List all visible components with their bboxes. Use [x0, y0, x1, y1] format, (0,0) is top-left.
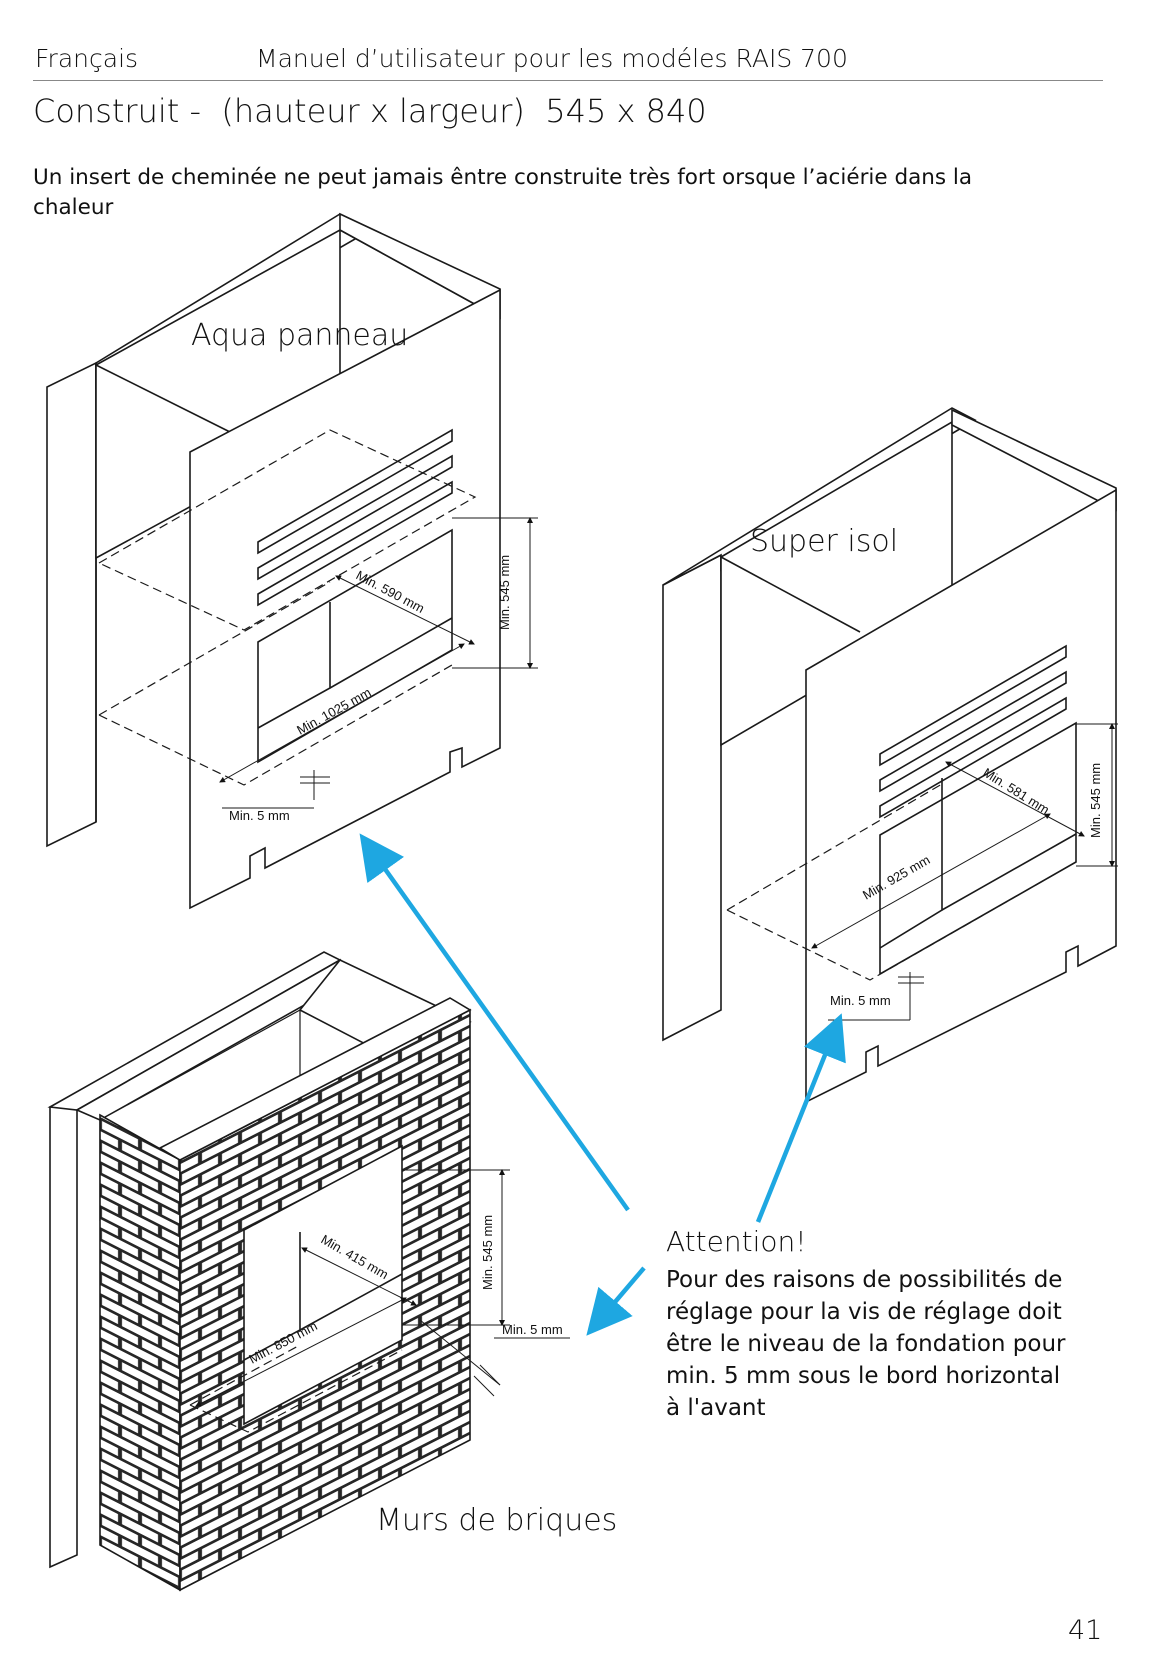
attention-line: min. 5 mm sous le bord horizontal	[666, 1363, 1061, 1389]
section-title: Construit - (hauteur x largeur) 545 x 84…	[33, 92, 707, 130]
aqua-gap-dim: Min. 5 mm	[229, 808, 290, 823]
attention-line: réglage pour la vis de réglage doit	[666, 1299, 1062, 1325]
aqua-height-dim: Min. 545 mm	[497, 555, 512, 630]
aqua-panel-drawing	[46, 212, 538, 910]
attention-line: être le niveau de la fondation pour	[666, 1331, 1066, 1357]
brick-wall-label: Murs de briques	[376, 1503, 618, 1538]
super-height-dim: Min. 545 mm	[1088, 763, 1103, 838]
super-isol-drawing	[662, 407, 1118, 1104]
page-number: 41	[1068, 1615, 1103, 1646]
brick-gap-dim: Min. 5 mm	[502, 1322, 563, 1337]
attention-line: Pour des raisons de possibilités de	[666, 1267, 1063, 1293]
brick-height-dim: Min. 545 mm	[480, 1215, 495, 1290]
attention-title: Attention!	[666, 1225, 807, 1258]
super-isol-label: Super isol	[750, 524, 899, 559]
super-gap-dim: Min. 5 mm	[830, 993, 891, 1008]
page-header: Français Manuel d’utilisateur pour les m…	[33, 40, 1103, 81]
attention-line: à l'avant	[666, 1395, 766, 1421]
document-title: Manuel d’utilisateur pour les modéles RA…	[256, 44, 848, 73]
attention-arrows	[359, 833, 846, 1336]
brick-wall-drawing	[47, 951, 570, 1592]
aqua-panel-label: Aqua panneau	[191, 318, 409, 353]
intro-paragraph: Un insert de cheminée ne peut jamais ênt…	[33, 165, 973, 220]
language-label: Français	[35, 44, 139, 73]
attention-note: Attention! Pour des raisons de possibili…	[666, 1225, 1066, 1424]
